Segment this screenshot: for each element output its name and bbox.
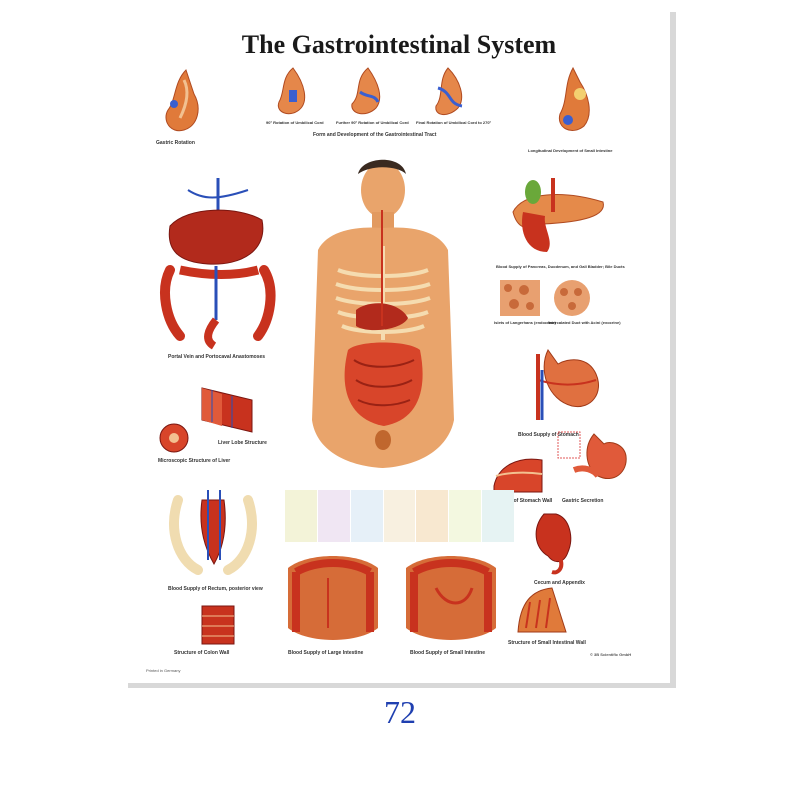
large-intestine-caption: Blood Supply of Large Intestine — [288, 650, 364, 656]
small-intestine-blood-diagram — [406, 556, 496, 640]
intercalated-caption: Intercalated Duct with Acini (exocrine) — [548, 320, 621, 325]
digestion-table — [284, 490, 514, 542]
liver-lobe-caption: Liver Lobe Structure — [218, 440, 267, 446]
cecum-diagram — [535, 513, 572, 575]
umbilical-rotation-1-caption: 90° Rotation of Umbilical Cord — [266, 120, 324, 125]
gastric-secretion-caption: Gastric Secretion — [562, 498, 604, 504]
umbilical-rotation-2-caption: Further 90° Rotation of Umbilical Cord — [336, 120, 409, 125]
umbilical-rotation-2-diagram — [351, 67, 381, 115]
stomach-blood-supply-diagram — [536, 349, 599, 420]
small-intestinal-wall-caption: Structure of Small Intestinal Wall — [508, 640, 586, 646]
large-intestine-diagram — [288, 556, 378, 640]
umbilical-rotation-3-caption: Final Rotation of Umbilical Cord to 270° — [416, 120, 492, 125]
publisher-note: © 3B Scientific GmbH — [590, 652, 632, 657]
stomach-wall-caption: Structure of Stomach Wall — [490, 498, 553, 504]
colon-wall-caption: Structure of Colon Wall — [174, 650, 230, 656]
gastric-rotation-caption: Gastric Rotation — [156, 140, 195, 146]
islets-diagram — [500, 280, 540, 316]
gastric-secretion-diagram — [557, 431, 627, 479]
intercalated-duct-diagram — [554, 280, 590, 316]
printed-note: Printed in Germany — [146, 668, 181, 673]
stomach-wall-diagram — [493, 458, 543, 493]
portal-vein-diagram — [160, 178, 276, 350]
form-development-caption: Form and Development of the Gastrointest… — [313, 132, 437, 138]
portal-vein-caption: Portal Vein and Portocaval Anastomoses — [168, 354, 266, 360]
pancreas-diagram — [512, 178, 604, 252]
cecum-caption: Cecum and Appendix — [534, 580, 585, 586]
umbilical-rotation-3-diagram — [435, 67, 463, 115]
torso-figure — [312, 159, 454, 468]
small-intestine-development-caption: Longitudinal Development of Small Intest… — [528, 148, 613, 153]
liver-lobe-diagram — [159, 387, 253, 453]
gastric-rotation-diagram — [165, 69, 199, 132]
liver-micro-caption: Microscopic Structure of Liver — [158, 458, 231, 464]
small-intestinal-wall-diagram — [517, 587, 567, 633]
poster-title: The Gastrointestinal System — [241, 30, 557, 59]
colon-wall-diagram — [201, 605, 235, 645]
anatomy-poster: The Gastrointestinal System Gastric Rota… — [128, 12, 676, 688]
small-intestine-caption: Blood Supply of Small Intestine — [410, 650, 486, 656]
umbilical-rotation-1-diagram — [277, 67, 306, 115]
page-number: 72 — [384, 694, 416, 730]
small-intestine-development-diagram — [558, 66, 590, 131]
rectum-diagram — [169, 490, 257, 575]
islets-caption: Islets of Langerhans (endocrine) — [494, 320, 556, 325]
rectum-caption: Blood Supply of Rectum, posterior view — [168, 586, 263, 592]
stomach-supply-caption: Blood Supply of Stomach — [518, 432, 579, 438]
pancreas-caption: Blood Supply of Pancreas, Duodenum, and … — [496, 264, 625, 269]
